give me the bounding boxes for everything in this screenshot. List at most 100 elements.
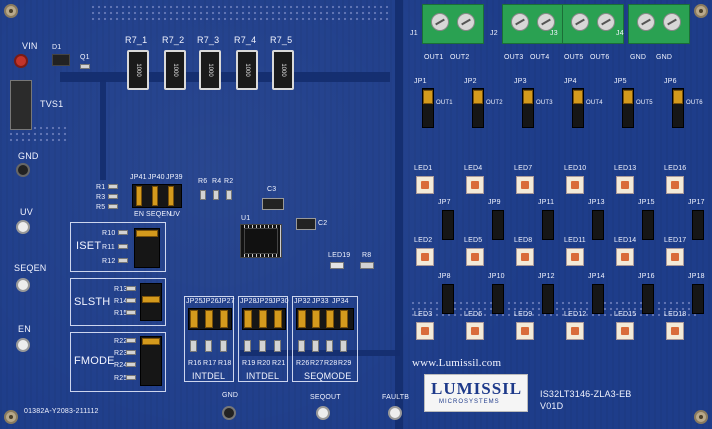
r22-label: R22: [114, 338, 128, 345]
seqmode-header[interactable]: [296, 308, 354, 330]
vin-terminal[interactable]: [14, 54, 28, 68]
jumper-cap[interactable]: [259, 310, 267, 328]
terminal-block-j4[interactable]: [628, 4, 690, 44]
jumper-cap[interactable]: [423, 90, 433, 104]
led-bypass-header[interactable]: [642, 284, 654, 314]
seqen-terminal[interactable]: [16, 278, 30, 292]
lumissil-logo: LUMISSIL MICROSYSTEMS: [424, 374, 528, 412]
faultb-test-point[interactable]: [388, 406, 402, 420]
seqout-test-point[interactable]: [316, 406, 330, 420]
jp32-label: JP32: [294, 298, 311, 305]
mounting-hole: [694, 410, 708, 424]
fmode-header[interactable]: [140, 336, 162, 386]
terminal-screw[interactable]: [457, 13, 475, 31]
jumper-cap[interactable]: [190, 310, 198, 328]
jumper-cap[interactable]: [168, 186, 174, 206]
led-label: LED3: [414, 311, 433, 318]
terminal-block-j1[interactable]: [422, 4, 484, 44]
terminal-screw[interactable]: [537, 13, 555, 31]
led-bypass-header[interactable]: [692, 284, 704, 314]
jp41-label: JP41: [130, 174, 147, 181]
jumper-cap[interactable]: [673, 90, 683, 104]
led-bypass-header[interactable]: [592, 210, 604, 240]
fmode-label: FMODE: [74, 355, 115, 367]
jumper-cap[interactable]: [142, 338, 160, 345]
jumper-cap[interactable]: [142, 296, 160, 303]
r19-label: R19: [242, 360, 256, 367]
diode-d1: [52, 54, 70, 66]
jumper-cap[interactable]: [220, 310, 228, 328]
connector-ref-label: J2: [490, 30, 498, 37]
smd-resistor: [340, 340, 347, 352]
led-bypass-header[interactable]: [692, 210, 704, 240]
jumper-cap[interactable]: [136, 230, 158, 237]
led-bypass-header[interactable]: [542, 210, 554, 240]
jumper-cap[interactable]: [340, 310, 348, 328]
led-bypass-header[interactable]: [542, 284, 554, 314]
terminal-block-j3[interactable]: [562, 4, 624, 44]
jumper-cap[interactable]: [274, 310, 282, 328]
led-label: LED13: [614, 165, 637, 172]
r1-label: R1: [96, 184, 106, 191]
r7-4-label: R7_4: [234, 35, 257, 45]
terminal-screw[interactable]: [663, 13, 681, 31]
r2-label: R2: [224, 178, 234, 185]
terminal-screw[interactable]: [637, 13, 655, 31]
smd-resistor: [190, 340, 197, 352]
jumper-cap[interactable]: [623, 90, 633, 104]
iset-label: ISET: [76, 240, 102, 252]
r15-label: R15: [114, 310, 128, 317]
jumper-cap[interactable]: [244, 310, 252, 328]
en-terminal[interactable]: [16, 338, 30, 352]
led-label: LED9: [514, 311, 533, 318]
uv-terminal[interactable]: [16, 220, 30, 234]
smd-resistor: [126, 310, 136, 315]
smd-resistor: [226, 190, 232, 200]
terminal-screw[interactable]: [431, 13, 449, 31]
c3-label: C3: [267, 186, 277, 193]
led: [466, 248, 484, 266]
out-jumper-label: OUT3: [536, 100, 553, 106]
gnd-terminal[interactable]: [16, 163, 30, 177]
terminal-block-j2[interactable]: [502, 4, 564, 44]
smd-resistor: [126, 286, 136, 291]
iset-group: [70, 222, 166, 272]
intdel2-label: INTDEL: [246, 371, 280, 381]
led-bypass-header[interactable]: [492, 284, 504, 314]
jumper-cap[interactable]: [573, 90, 583, 104]
jumper-cap[interactable]: [312, 310, 320, 328]
terminal-screw[interactable]: [571, 13, 589, 31]
smd-resistor: [118, 230, 128, 235]
jumper-cap[interactable]: [523, 90, 533, 104]
r25-label: R25: [114, 375, 128, 382]
logo-text: LUMISSIL: [431, 379, 523, 398]
led-bypass-header[interactable]: [442, 284, 454, 314]
led-bypass-header[interactable]: [592, 284, 604, 314]
en-short-label: EN: [134, 211, 145, 218]
gnd-test-point[interactable]: [222, 406, 236, 420]
tvs1-label: TVS1: [40, 99, 64, 109]
jumper-cap[interactable]: [298, 310, 306, 328]
led-bypass-header[interactable]: [492, 210, 504, 240]
logo-subtext: MICROSYSTEMS: [439, 399, 500, 405]
jumper-cap[interactable]: [152, 186, 158, 206]
jumper-cap[interactable]: [326, 310, 334, 328]
led-bypass-header[interactable]: [442, 210, 454, 240]
d1-label: D1: [52, 44, 62, 51]
jumper-cap[interactable]: [473, 90, 483, 104]
out-jumper-ref: JP6: [664, 78, 677, 85]
jumper-cap[interactable]: [136, 186, 142, 206]
r7-3-label: R7_3: [197, 35, 220, 45]
terminal-screw[interactable]: [511, 13, 529, 31]
gnd-label: GND: [18, 151, 39, 161]
led-bypass-header[interactable]: [642, 210, 654, 240]
terminal-screw[interactable]: [597, 13, 615, 31]
seqen-label: SEQEN: [14, 263, 47, 273]
jumper-cap[interactable]: [205, 310, 213, 328]
r10-label: R10: [102, 230, 116, 237]
via-field: [90, 4, 390, 24]
r17-label: R17: [203, 360, 217, 367]
out-jumper-ref: JP4: [564, 78, 577, 85]
r6-label: R6: [198, 178, 208, 185]
